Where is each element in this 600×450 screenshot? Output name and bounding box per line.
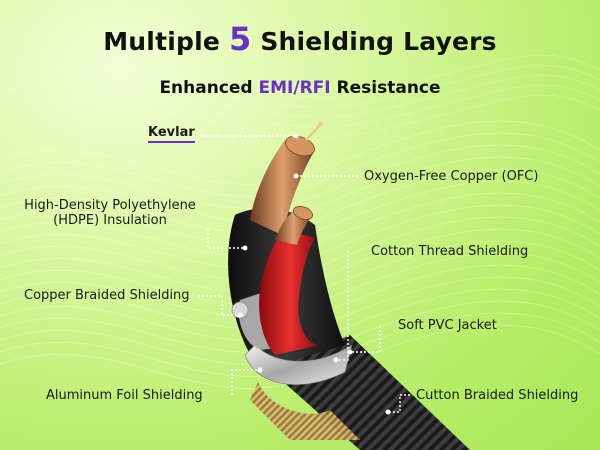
label-aluminum-foil-shielding: Aluminum Foil Shielding xyxy=(46,388,203,403)
label-hdpe-line1: High-Density Polyethylene xyxy=(24,198,196,213)
silver-conductor-end xyxy=(231,301,249,319)
hdpe-red-insulation xyxy=(259,230,320,355)
aluminum-foil-ring xyxy=(244,344,353,385)
label-cotton-thread-shielding: Cotton Thread Shielding xyxy=(371,244,529,259)
title-suffix: Shielding Layers xyxy=(260,27,497,56)
label-hdpe-line2: (HDPE) Insulation xyxy=(53,213,167,228)
page-title: Multiple 5 Shielding Layers xyxy=(0,20,600,58)
subtitle-prefix: Enhanced xyxy=(159,78,253,98)
ofc-conductor-large xyxy=(250,140,315,235)
page-subtitle: Enhanced EMI/RFI Resistance xyxy=(0,78,600,98)
label-copper-braided-shielding: Copper Braided Shielding xyxy=(24,288,190,303)
title-prefix: Multiple xyxy=(103,27,221,56)
title-number: 5 xyxy=(228,20,252,58)
label-cutton-braided-shielding: Cutton Braided Shielding xyxy=(416,388,579,403)
label-kevlar: Kevlar xyxy=(148,125,195,143)
subtitle-highlight: EMI/RFI xyxy=(258,78,331,98)
label-hdpe-insulation: High-Density Polyethylene (HDPE) Insulat… xyxy=(12,198,208,228)
gold-braid-band xyxy=(250,382,360,440)
kevlar-fiber xyxy=(304,123,322,142)
label-oxygen-free-copper: Oxygen-Free Copper (OFC) xyxy=(364,169,539,184)
subtitle-suffix: Resistance xyxy=(336,78,441,98)
label-soft-pvc-jacket: Soft PVC Jacket xyxy=(398,318,497,333)
